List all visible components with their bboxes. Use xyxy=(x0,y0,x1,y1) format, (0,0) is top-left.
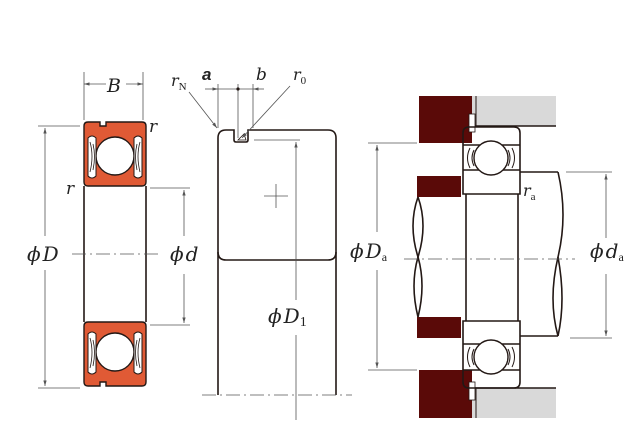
ab-dimension-dot xyxy=(236,87,240,91)
snap-ring-bottom xyxy=(468,381,476,401)
r0-leader xyxy=(241,85,291,139)
outer-ring-inner-edge xyxy=(217,251,337,261)
shaft-shoulder-top xyxy=(417,176,461,197)
bearing-section-top xyxy=(83,121,147,187)
housing-bottom-block xyxy=(419,370,472,418)
label-r-side: r xyxy=(66,179,75,199)
shaft-break-right-2 xyxy=(557,256,563,337)
rN-leader xyxy=(188,91,218,129)
ball-top xyxy=(95,136,135,176)
housing-bottom-gray xyxy=(472,388,556,418)
shaft-shoulder-bottom xyxy=(417,317,461,338)
shaft-break-right xyxy=(552,171,564,337)
bearing-section-bottom xyxy=(83,321,147,387)
label-a: a xyxy=(202,65,211,84)
label-ra: ra xyxy=(523,181,536,203)
label-r0: r0 xyxy=(293,65,307,87)
mounted-bearing-bottom xyxy=(462,320,521,389)
label-rN: rN xyxy=(171,71,187,93)
housing-top-gray xyxy=(472,96,556,126)
label-b: b xyxy=(256,65,267,85)
snap-ring-top xyxy=(468,113,476,133)
label-B: B xyxy=(106,75,121,97)
housing-top-block xyxy=(419,96,472,143)
outer-ring-profile xyxy=(217,129,337,395)
shaft-break-left-2 xyxy=(413,196,424,318)
label-r-top: r xyxy=(149,117,158,137)
mounted-bearing-top xyxy=(462,126,521,195)
ball-bottom xyxy=(95,332,135,372)
